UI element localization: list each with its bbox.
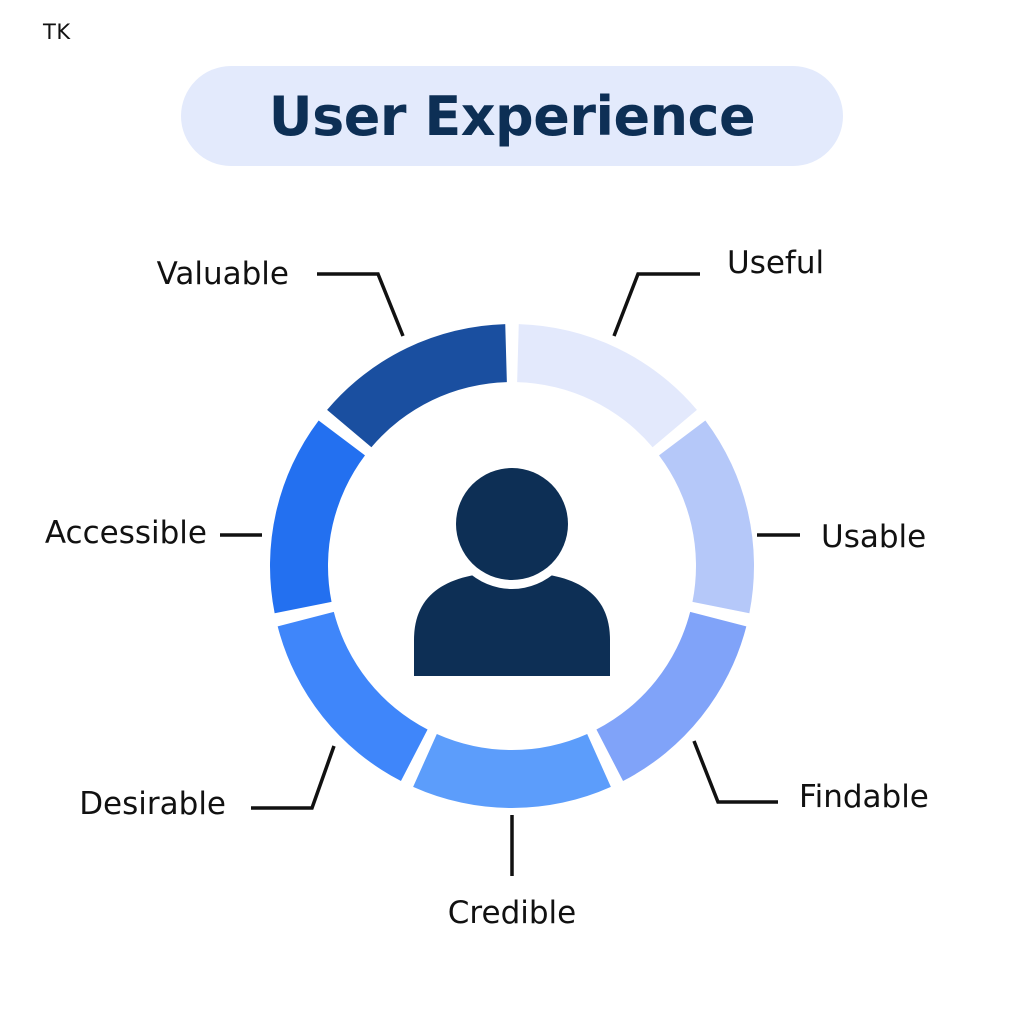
- diagram-title: User Experience: [268, 84, 756, 148]
- label-credible: Credible: [448, 895, 576, 931]
- segment-findable: [596, 611, 747, 782]
- segment-accessible: [270, 420, 365, 614]
- segment-valuable: [327, 324, 507, 448]
- user-icon-head: [456, 468, 568, 580]
- user-icon: [414, 459, 610, 676]
- label-usable: Usable: [821, 519, 926, 555]
- label-accessible: Accessible: [45, 515, 207, 551]
- wheel-segments: [270, 324, 754, 808]
- label-findable: Findable: [799, 779, 929, 815]
- segment-credible: [413, 733, 611, 808]
- segment-useful: [517, 324, 697, 448]
- segment-usable: [659, 420, 754, 614]
- connector-findable: [692, 740, 778, 804]
- segment-labels: Useful Usable Findable Credible Desirabl…: [45, 245, 929, 931]
- brand-logo: TK: [43, 20, 71, 44]
- connector-desirable: [251, 745, 336, 810]
- label-desirable: Desirable: [79, 786, 226, 822]
- label-valuable: Valuable: [157, 256, 289, 292]
- connector-lines: [220, 272, 800, 876]
- connector-valuable: [317, 272, 405, 337]
- title-pill: User Experience: [181, 66, 843, 166]
- label-useful: Useful: [727, 245, 824, 281]
- user-icon-body: [414, 572, 610, 676]
- connector-useful: [612, 272, 700, 337]
- segment-desirable: [277, 611, 428, 782]
